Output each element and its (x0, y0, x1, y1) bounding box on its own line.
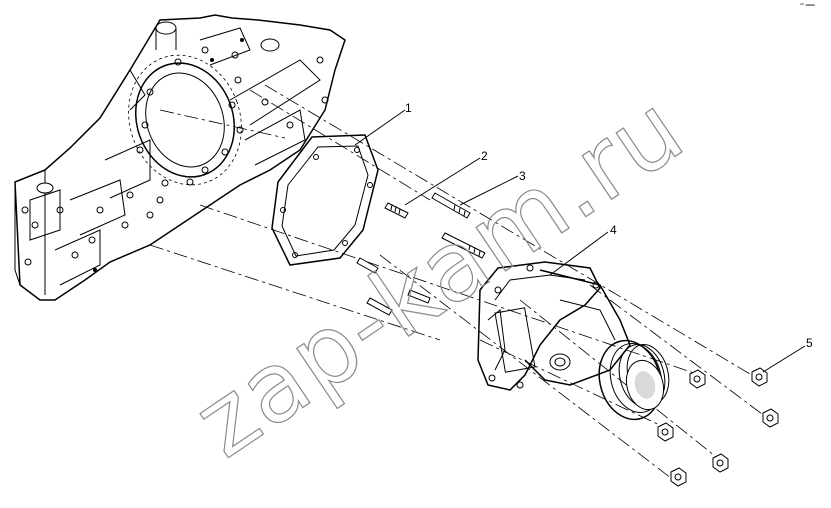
callouts: 1 2 3 4 5 (354, 101, 813, 373)
callout-5: 5 (806, 336, 813, 350)
callout-3: 3 (519, 169, 526, 183)
gasket (271, 134, 379, 266)
leader-2 (404, 157, 481, 206)
leader-4 (549, 231, 609, 276)
water-pump (477, 261, 670, 421)
callout-4: 4 (610, 223, 617, 237)
callout-1: 1 (405, 101, 412, 115)
leader-3 (459, 175, 519, 206)
studs (356, 192, 486, 316)
timing-housing (14, 14, 346, 301)
leader-5 (762, 345, 806, 373)
nuts (657, 367, 779, 487)
callout-2: 2 (481, 149, 488, 163)
leader-1 (354, 109, 406, 146)
corner-mark: ᵃᵇ ═══ (800, 3, 816, 9)
